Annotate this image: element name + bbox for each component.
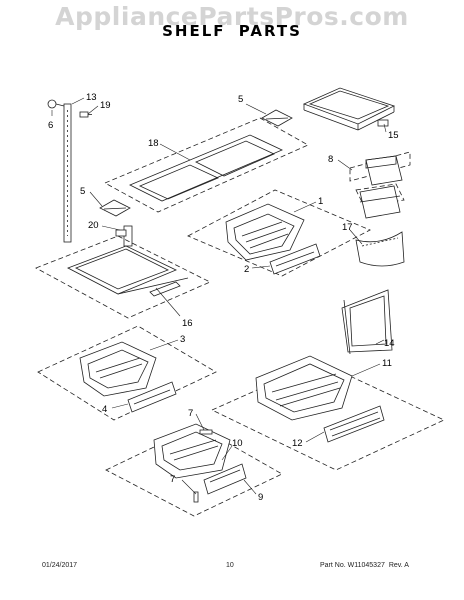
- shelf-clip-lower: [99, 199, 131, 217]
- deli-pan: [355, 231, 405, 267]
- screw-part: [79, 111, 92, 118]
- crisper-cover-left: [127, 381, 177, 413]
- callout-15: 15: [388, 130, 399, 141]
- freezer-drawer: [255, 355, 353, 421]
- footer-page-number: 10: [226, 562, 234, 569]
- watermark-text: AppliancePartsPros.com: [55, 2, 409, 31]
- callout-5-lower: 5: [80, 186, 85, 197]
- callout-6: 6: [48, 120, 53, 131]
- crisper-cover-right: [269, 243, 321, 275]
- callout-5-upper: 5: [238, 94, 243, 105]
- callout-17: 17: [342, 222, 353, 233]
- callout-7-upper: 7: [188, 408, 193, 419]
- region-outline-drawer-right: [211, 361, 445, 471]
- footer-date: 01/24/2017: [42, 562, 78, 569]
- shelf-rail: [47, 99, 72, 243]
- callout-18: 18: [148, 138, 159, 149]
- callout-7-lower: 7: [170, 474, 175, 485]
- region-outline-shelf-upper: [104, 117, 309, 213]
- region-outline-crisper-left: [37, 325, 217, 421]
- bracket-part: [115, 225, 133, 247]
- lower-drawer-front: [203, 463, 247, 495]
- callout-4: 4: [102, 404, 107, 415]
- leader-lines: [51, 97, 387, 495]
- callout-19: 19: [100, 100, 111, 111]
- callout-12: 12: [292, 438, 303, 449]
- lower-drawer: [153, 423, 231, 479]
- shelf-clip-upper: [261, 109, 293, 127]
- small-storage-bin: [349, 151, 411, 219]
- callout-3: 3: [180, 334, 185, 345]
- footer-part-number: Part No. W11045327: [320, 562, 385, 569]
- footer-revision: Rev. A: [388, 562, 409, 569]
- callout-2: 2: [244, 264, 249, 275]
- callout-8: 8: [328, 154, 333, 165]
- region-outline-crisper-right: [187, 189, 371, 277]
- callout-10: 10: [232, 438, 243, 449]
- callout-13: 13: [86, 92, 97, 103]
- door-panel: [341, 289, 393, 355]
- callout-11: 11: [382, 358, 392, 369]
- callout-16: 16: [182, 318, 193, 329]
- crisper-drawer-left: [79, 341, 157, 397]
- drawer-screws: [193, 429, 213, 503]
- crisper-drawer-right: [225, 203, 305, 261]
- callout-labels: 13 19 6 5 18 15 8 5 1 20 17 2 16 14 3 11…: [48, 92, 399, 503]
- page-title: SHELF PARTS: [162, 22, 302, 40]
- callout-9: 9: [258, 492, 263, 503]
- sliding-shelf: [302, 87, 396, 131]
- callout-20: 20: [88, 220, 99, 231]
- region-outline-shelf-lower: [35, 235, 211, 319]
- callout-14: 14: [384, 338, 395, 349]
- callout-1: 1: [318, 196, 323, 207]
- glass-shelf-upper: [129, 134, 283, 202]
- glass-shelf-lower: [67, 245, 189, 297]
- drawer-front: [323, 405, 385, 443]
